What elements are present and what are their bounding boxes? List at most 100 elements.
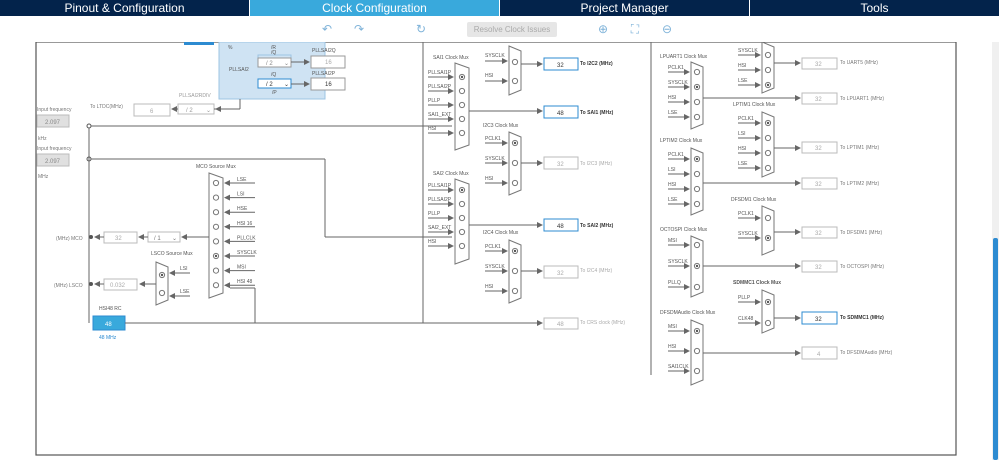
uart5-inputs-radio-sysclk[interactable] [764, 51, 772, 59]
tab-pinout-configuration[interactable]: Pinout & Configuration [0, 0, 250, 16]
dfsdmaudio-inputs-label-hsi: HSI [668, 344, 676, 350]
octospi-value-field[interactable] [801, 260, 838, 273]
zoom-in-icon[interactable]: ⊕ [597, 22, 609, 36]
mco-radio-lse[interactable] [212, 179, 220, 187]
ltdc-field[interactable] [133, 103, 171, 117]
i2c3-inputs-radio-hsi[interactable] [511, 179, 519, 187]
sai2-inputs-radio-hsi[interactable] [458, 242, 466, 250]
dfsdmaudio-inputs-radio-hsi[interactable] [693, 347, 701, 355]
sai2-inputs-radio-pllsai2p[interactable] [458, 200, 466, 208]
lptim1-inputs-radio-hsi[interactable] [764, 149, 772, 157]
chevron-down-icon: ⌄ [172, 236, 177, 242]
tab-clock-configuration[interactable]: Clock Configuration [250, 0, 500, 16]
uart5-inputs-radio-hsi[interactable] [764, 66, 772, 74]
lptim2-inputs-label-lsi: LSI [668, 167, 676, 173]
lpuart1-inputs-radio-lse[interactable] [693, 113, 701, 121]
dfsdm1-clock-mux[interactable] [761, 205, 775, 256]
pllsai2p-field[interactable] [310, 77, 346, 91]
mco-div-value: / 1 [154, 236, 161, 242]
lptim1-clock-mux[interactable] [761, 111, 775, 178]
pllsai2-block [218, 42, 326, 100]
tab-project-manager[interactable]: Project Manager [500, 0, 750, 16]
input-frequency-2[interactable] [36, 153, 70, 167]
crs-value: 48 [557, 322, 564, 328]
sai2-out-label: To SAI2 (MHz) [580, 223, 614, 229]
lpuart1-value-field[interactable] [801, 92, 838, 105]
redo-icon[interactable]: ↷ [353, 22, 365, 36]
mco-radio-hsi-16[interactable] [212, 223, 220, 230]
pllsai2q-value: 16 [325, 60, 332, 66]
i2c4-inputs-radio-sysclk[interactable] [511, 267, 519, 275]
i2c2-clock-mux[interactable] [508, 45, 522, 96]
i2c4-inputs-label-hsi: HSI [485, 284, 493, 290]
lptim1-value: 32 [815, 146, 822, 152]
i2c3-inputs-selected-dot [513, 141, 517, 145]
uart5-value-field[interactable] [801, 57, 838, 70]
input-frequency-1-value: 2.097 [45, 120, 61, 126]
i2c4-value-field[interactable] [543, 265, 579, 279]
sai2-value: 48 [557, 224, 564, 230]
crs-value-field[interactable] [543, 317, 579, 330]
clock-tree-canvas: % PLLSAI2 /R /Q / 2 ⌄ /Q / 2 ⌄ /P PLLSAI… [0, 42, 999, 463]
mco-source-mux[interactable] [208, 172, 224, 299]
octospi-inputs-radio-pllq[interactable] [693, 283, 701, 291]
mco-radio-hse[interactable] [212, 209, 220, 216]
lpuart1-inputs-radio-pclk1[interactable] [693, 68, 701, 76]
mco-value: 32 [115, 236, 122, 242]
sai1-inputs-radio-pllsai2p[interactable] [458, 87, 466, 95]
sai1-value-field[interactable] [543, 105, 579, 119]
sai2-inputs-radio-pllp[interactable] [458, 214, 466, 222]
sai2-value-field[interactable] [543, 218, 579, 232]
sai2-inputs-label-pllsai2p: PLLSAI2P [428, 197, 452, 203]
zoom-out-icon[interactable]: ⊖ [661, 22, 673, 36]
fit-screen-icon[interactable]: ⛶ [630, 22, 640, 36]
sai2-inputs-label-hsi: HSI [428, 239, 436, 245]
lptim1-value-field[interactable] [801, 141, 838, 154]
lpuart1-clock-mux[interactable] [690, 61, 704, 130]
dfsdm1-value-field[interactable] [801, 226, 838, 239]
mco-radio-pllclk[interactable] [212, 238, 220, 245]
mco-radio-lsi[interactable] [212, 194, 220, 201]
sai2-clock-mux[interactable] [454, 178, 470, 265]
lpuart1-value: 32 [815, 97, 822, 103]
pllsai2q-field[interactable] [310, 55, 346, 69]
sai1-inputs-radio-hsi[interactable] [458, 129, 466, 137]
mco-radio-hsi-48[interactable] [212, 282, 220, 289]
sai1-inputs-radio-pllp[interactable] [458, 101, 466, 109]
resolve-clock-issues-button[interactable]: Resolve Clock Issues [467, 22, 557, 37]
lptim2-inputs-radio-hsi[interactable] [693, 185, 701, 193]
dfsdm1-inputs-radio-pclk1[interactable] [764, 214, 772, 222]
lptim1-inputs-radio-lse[interactable] [764, 164, 772, 172]
sai2-inputs-radio-sai2-ext[interactable] [458, 228, 466, 236]
lptim2-inputs-radio-lse[interactable] [693, 200, 701, 208]
lptim2-inputs-radio-lsi[interactable] [693, 170, 701, 178]
lptim2-value-field[interactable] [801, 177, 838, 190]
input-frequency-1[interactable] [36, 114, 70, 128]
refresh-icon[interactable]: ↻ [415, 22, 427, 36]
scrollbar-thumb[interactable] [993, 238, 998, 460]
i2c4-inputs-radio-hsi[interactable] [511, 287, 519, 295]
sdmmc1-clock-mux[interactable] [761, 289, 775, 334]
lptim1-inputs-radio-lsi[interactable] [764, 134, 772, 142]
sai1-inputs-radio-sai1-ext[interactable] [458, 115, 466, 123]
sdmmc1-mux-title: SDMMC1 Clock Mux [733, 280, 781, 286]
sdmmc1-inputs-radio-clk48[interactable] [764, 319, 772, 327]
tab-tools[interactable]: Tools [750, 0, 999, 16]
undo-icon[interactable]: ↶ [321, 22, 333, 36]
sai1-inputs-label-sai1-ext: SAI1_EXT [428, 112, 451, 118]
i2c2-value-field[interactable] [543, 57, 579, 71]
dfsdmaudio-value-field[interactable] [801, 346, 838, 360]
vertical-scrollbar[interactable] [992, 42, 999, 460]
i2c3-inputs-radio-sysclk[interactable] [511, 159, 519, 167]
mco-radio-msi[interactable] [212, 267, 220, 274]
i2c3-value-field[interactable] [543, 156, 579, 170]
lpuart1-inputs-radio-hsi[interactable] [693, 98, 701, 106]
lsco-source-mux[interactable] [155, 261, 169, 306]
sai2-inputs-label-pllp: PLLP [428, 211, 441, 217]
dfsdmaudio-inputs-radio-sai1clk[interactable] [693, 367, 701, 375]
i2c3-out-label: To I2C3 (MHz) [580, 161, 613, 167]
sdmmc1-value-field[interactable] [801, 311, 838, 325]
lpuart1-inputs-label-hsi: HSI [668, 95, 676, 101]
octospi-inputs-radio-msi[interactable] [693, 241, 701, 249]
lptim2-clock-mux[interactable] [690, 147, 704, 216]
